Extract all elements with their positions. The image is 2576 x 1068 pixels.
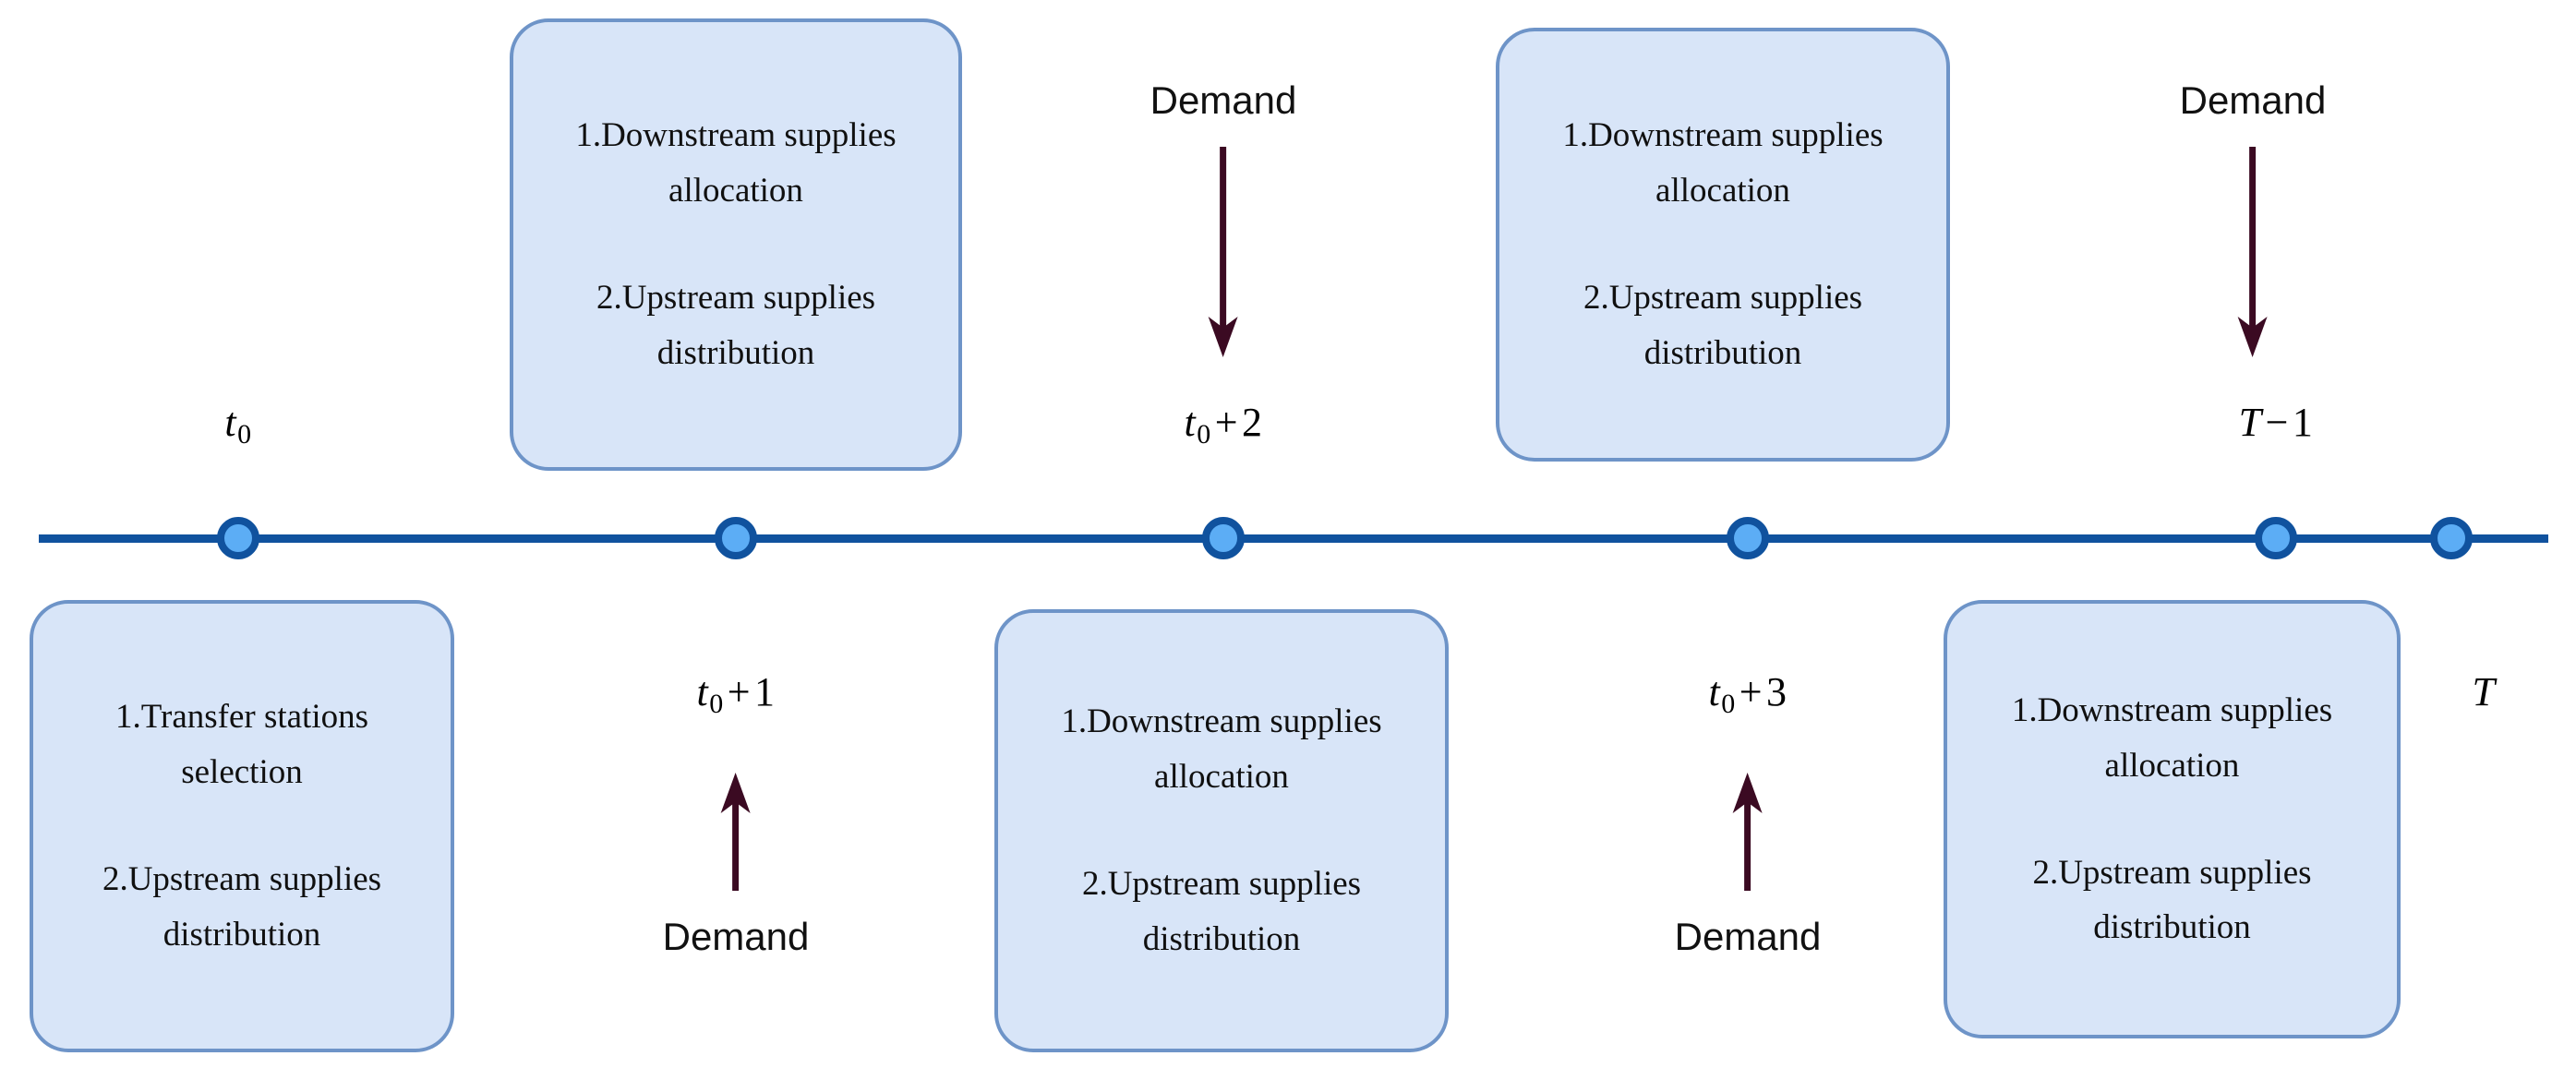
process-box-Tm1-line-3: 2.Upstream supplies xyxy=(2032,853,2312,892)
time-label-t0p3-op: + xyxy=(1739,669,1763,714)
demand-arrow-group-Tm1: Demand xyxy=(2179,78,2327,359)
process-box-t0p2-line-4: distribution xyxy=(1142,919,1301,958)
process-box-t0[interactable]: 1.Transfer stations selection 2.Upstream… xyxy=(30,600,454,1052)
time-label-t0p2: t0+2 xyxy=(1184,399,1262,450)
timeline-node-Tm1[interactable] xyxy=(2255,517,2297,559)
time-label-t0p3-base: t xyxy=(1708,669,1721,714)
time-label-t0p2-base: t xyxy=(1184,400,1197,445)
time-label-t0p3: t0+3 xyxy=(1708,668,1787,720)
time-label-Tm1-num: 1 xyxy=(2292,400,2314,445)
timeline-node-t0p2[interactable] xyxy=(1202,517,1245,559)
process-box-t0p2-line-2: allocation xyxy=(1154,758,1289,797)
timeline-node-t0p1[interactable] xyxy=(715,517,757,559)
demand-label-t0p3: Demand xyxy=(1674,915,1822,958)
process-box-Tm1[interactable]: 1.Downstream supplies allocation 2.Upstr… xyxy=(1944,600,2401,1038)
process-box-Tm1-para-1: 1.Downstream supplies allocation xyxy=(2012,683,2332,794)
timeline-node-t0[interactable] xyxy=(217,517,259,559)
process-box-t0p1-line-4: distribution xyxy=(656,333,815,372)
time-label-T: T xyxy=(2473,668,2496,715)
process-box-t0-line-3: 2.Upstream supplies xyxy=(102,860,382,898)
process-box-t0p3-para-1: 1.Downstream supplies allocation xyxy=(1562,108,1883,219)
process-box-t0p3-para-2: 2.Upstream supplies distribution xyxy=(1583,270,1862,381)
process-box-Tm1-line-2: allocation xyxy=(2104,746,2240,785)
demand-arrow-down-t0p2-icon xyxy=(1208,147,1238,357)
time-label-t0: t0 xyxy=(224,399,251,450)
demand-label-Tm1: Demand xyxy=(2179,78,2327,122)
time-label-t0-sub: 0 xyxy=(237,419,252,450)
time-label-t0p1-sub: 0 xyxy=(709,689,724,720)
process-box-Tm1-para-2: 2.Upstream supplies distribution xyxy=(2032,846,2311,956)
time-label-Tm1-op: − xyxy=(2265,400,2289,445)
demand-arrow-up-t0p1-icon xyxy=(720,773,751,891)
process-box-t0p1-line-1: 1.Downstream supplies xyxy=(575,116,897,155)
time-label-t0p2-op: + xyxy=(1214,400,1239,445)
process-box-t0p3[interactable]: 1.Downstream supplies allocation 2.Upstr… xyxy=(1496,28,1950,462)
time-label-t0-base: t xyxy=(224,400,237,445)
process-box-t0p1[interactable]: 1.Downstream supplies allocation 2.Upstr… xyxy=(510,18,962,471)
time-label-T-base: T xyxy=(2472,669,2496,714)
demand-label-t0p2: Demand xyxy=(1150,78,1297,122)
process-box-Tm1-line-4: distribution xyxy=(2093,908,2251,947)
process-box-t0p2-para-1: 1.Downstream supplies allocation xyxy=(1061,694,1381,805)
process-box-t0p2[interactable]: 1.Downstream supplies allocation 2.Upstr… xyxy=(994,609,1449,1052)
process-box-t0p2-line-3: 2.Upstream supplies xyxy=(1081,865,1362,903)
process-box-t0p1-para-2: 2.Upstream supplies distribution xyxy=(596,270,875,381)
process-box-t0-line-4: distribution xyxy=(163,915,321,954)
time-label-t0p1: t0+1 xyxy=(696,668,775,720)
process-box-Tm1-line-1: 1.Downstream supplies xyxy=(2011,690,2333,729)
time-label-t0p1-op: + xyxy=(727,669,752,714)
process-box-t0p2-line-1: 1.Downstream supplies xyxy=(1061,702,1382,741)
time-label-t0p1-base: t xyxy=(696,669,709,714)
time-label-Tm1: T−1 xyxy=(2239,399,2314,446)
demand-arrow-group-t0p1: Demand xyxy=(662,771,810,959)
process-box-t0p3-line-4: distribution xyxy=(1643,333,1802,372)
timeline-axis xyxy=(39,534,2548,543)
process-box-t0-para-2: 2.Upstream supplies distribution xyxy=(102,852,381,963)
process-box-t0p3-line-3: 2.Upstream supplies xyxy=(1583,279,1863,317)
time-label-Tm1-base: T xyxy=(2238,400,2262,445)
process-box-t0p1-line-2: allocation xyxy=(668,172,803,210)
process-box-t0p3-line-2: allocation xyxy=(1655,172,1790,210)
process-box-t0p3-line-1: 1.Downstream supplies xyxy=(1562,116,1884,155)
process-box-t0p1-line-3: 2.Upstream supplies xyxy=(596,279,876,317)
time-label-t0p3-num: 3 xyxy=(1766,669,1788,714)
time-label-t0p1-num: 1 xyxy=(754,669,776,714)
process-box-t0-line-2: selection xyxy=(181,753,303,792)
demand-label-t0p1: Demand xyxy=(662,915,810,958)
timeline-node-T[interactable] xyxy=(2430,517,2473,559)
process-box-t0-line-1: 1.Transfer stations xyxy=(114,698,369,737)
demand-arrow-group-t0p3: Demand xyxy=(1674,771,1822,959)
time-label-t0p2-num: 2 xyxy=(1242,400,1263,445)
demand-arrow-up-t0p3-icon xyxy=(1732,773,1763,891)
demand-arrow-group-t0p2: Demand xyxy=(1150,78,1297,359)
process-box-t0p1-para-1: 1.Downstream supplies allocation xyxy=(575,108,896,219)
process-box-t0p2-para-2: 2.Upstream supplies distribution xyxy=(1082,857,1361,967)
process-box-t0-para-1: 1.Transfer stations selection xyxy=(115,690,368,800)
demand-arrow-down-Tm1-icon xyxy=(2237,147,2268,357)
time-label-t0p2-sub: 0 xyxy=(1197,419,1211,450)
timeline-node-t0p3[interactable] xyxy=(1727,517,1769,559)
time-label-t0p3-sub: 0 xyxy=(1721,689,1736,720)
